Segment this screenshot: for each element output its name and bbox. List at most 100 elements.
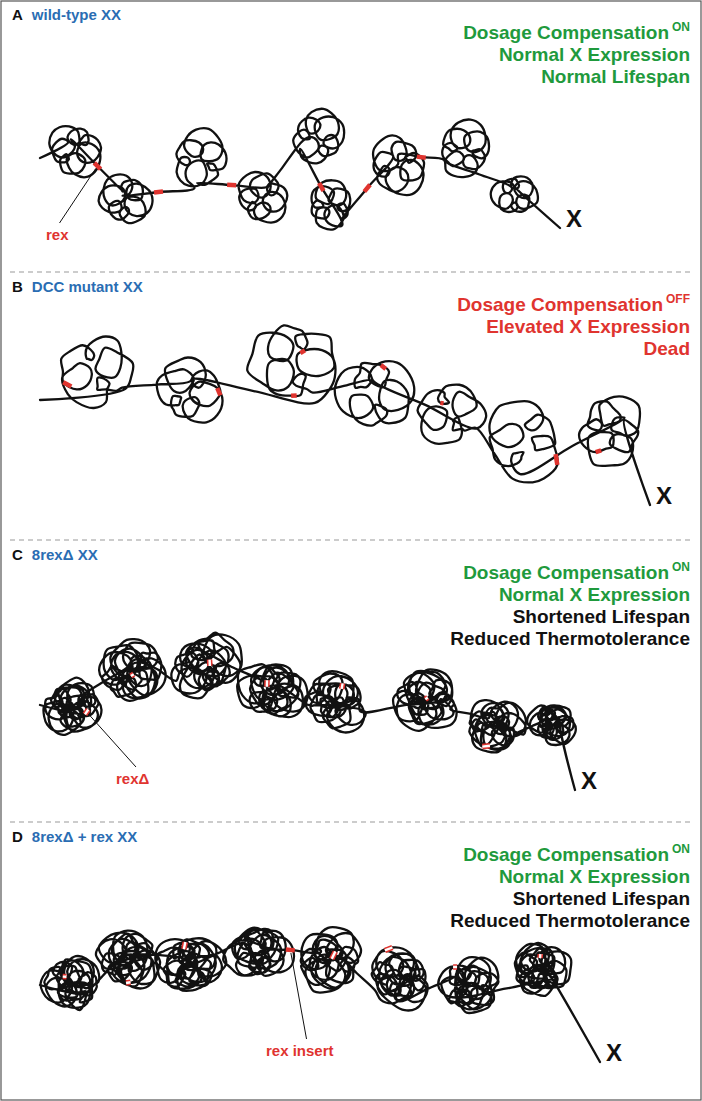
leader-line	[89, 714, 136, 767]
rex-deletion-mark	[85, 710, 88, 715]
rex-site-mark	[556, 454, 558, 465]
panel-header: Awild-type XX	[12, 6, 121, 24]
rex-deletion-core	[184, 942, 185, 949]
rex-deletion-core	[126, 981, 130, 984]
rex-deletion-mark	[207, 660, 213, 666]
rex-deletion-mark	[339, 683, 345, 689]
rex-site-mark	[440, 401, 443, 406]
rex-deletion-mark	[332, 952, 336, 959]
rex-deletion-mark	[131, 674, 134, 676]
phenotype-text: Normal X Expression	[463, 44, 690, 66]
leader-line	[60, 168, 96, 223]
rex-deletion-core	[539, 954, 542, 958]
rex-site-mark	[417, 157, 426, 158]
panel-header: B DCC mutant XX	[12, 278, 143, 296]
phenotype-text: Normal X Expression	[450, 584, 690, 606]
chromosome-label: X	[566, 206, 582, 232]
rex-deletion-core	[208, 660, 211, 666]
phenotype-text: Elevated X Expression	[457, 316, 690, 338]
rex-deletion-mark	[453, 964, 457, 970]
status-line: Dosage CompensationON	[450, 838, 690, 866]
genotype-title: DCC mutant XX	[32, 278, 143, 296]
panel-letter: B	[12, 278, 23, 296]
phenotype-list: Dosage CompensationOFFElevated X Express…	[457, 288, 690, 360]
genotype-title: 8rexΔ + rex XX	[32, 828, 137, 846]
rex-deletion-core	[482, 745, 490, 748]
chromatin-fiber	[40, 325, 650, 505]
rex-deletion-core	[63, 975, 67, 978]
rex-deletion-mark	[425, 698, 427, 700]
phenotype-text: Normal Lifespan	[463, 66, 690, 88]
rex-callout: rex	[46, 226, 69, 243]
panel-separator	[10, 539, 692, 540]
chromosome-x	[40, 325, 650, 505]
panel-separator	[10, 271, 692, 272]
phenotype-text: Reduced Thermotolerance	[450, 910, 690, 932]
rex-site-mark	[291, 393, 297, 398]
status-text: Dosage Compensation	[457, 294, 663, 315]
chromosome-x	[40, 633, 576, 790]
rex-deletion-mark	[264, 680, 270, 686]
rex-site-mark	[94, 163, 100, 169]
status-superscript: ON	[672, 20, 690, 34]
phenotype-text: Shortened Lifespan	[450, 606, 690, 628]
genotype-title: wild-type XX	[32, 6, 121, 24]
rex-site-mark	[596, 450, 602, 452]
rex-site-mark	[300, 350, 305, 353]
phenotype-text: Shortened Lifespan	[450, 888, 690, 910]
rex-deletion-mark	[482, 743, 490, 749]
rex-site-mark	[154, 189, 163, 194]
phenotype-list: Dosage CompensationON Normal X Expression…	[463, 16, 690, 88]
rex-deletion-mark	[537, 954, 543, 958]
figure-panel: BDCC mutant XXDosage CompensationOFFElev…	[0, 272, 702, 540]
rex-deletion-core	[332, 952, 336, 959]
panel-letter: A	[12, 6, 23, 24]
genotype-title: 8rexΔ XX	[32, 546, 98, 564]
rex-site-mark	[63, 382, 71, 386]
panel-letter: C	[12, 546, 23, 564]
panel-letter: D	[12, 828, 23, 846]
chromosome-label: X	[656, 483, 672, 509]
rex-deletion-mark	[126, 980, 130, 986]
figure-panel: Awild-type XX Dosage CompensationON Normal…	[0, 0, 702, 272]
status-text: Dosage Compensation	[463, 22, 669, 43]
chromosome-label: X	[606, 1040, 622, 1066]
phenotype-list: Dosage CompensationONNormal X Expression…	[450, 838, 690, 932]
phenotype-text: Normal X Expression	[450, 866, 690, 888]
chromatin-fiber	[40, 109, 560, 230]
phenotype-text: Dead	[457, 338, 690, 360]
rex-deletion-core	[85, 710, 88, 715]
rex-deletion-core	[131, 674, 134, 676]
rex-deletion-core	[425, 698, 427, 700]
figure-panel: D8rexΔ + rex XXDosage CompensationONNorm…	[0, 822, 702, 1101]
status-superscript: ON	[672, 842, 690, 856]
phenotype-list: Dosage CompensationON Normal X Expression…	[450, 556, 690, 650]
rex-site-mark	[319, 183, 323, 191]
rex-deletion-mark	[184, 942, 185, 949]
status-text: Dosage Compensation	[463, 562, 669, 583]
rex-site-mark	[286, 947, 295, 952]
chromosome-label: X	[581, 768, 597, 794]
phenotype-text: Reduced Thermotolerance	[450, 628, 690, 650]
rex-site-mark	[217, 388, 220, 395]
panel-header: D 8rexΔ + rex XX	[12, 828, 137, 846]
chromatin-fiber	[40, 633, 576, 790]
panel-separator	[10, 821, 692, 822]
rex-deletion-core	[266, 680, 269, 686]
status-superscript: ON	[672, 560, 690, 574]
rex-deletion-core	[385, 948, 392, 951]
status-line: Dosage CompensationOFF	[457, 288, 690, 316]
rex-deletion-core	[453, 966, 457, 968]
rex-deletion-mark	[63, 974, 67, 980]
rex-deletion-core	[340, 683, 343, 689]
rex-site-mark	[364, 185, 370, 192]
rex-callout: rexΔ	[116, 770, 149, 787]
rex-site-mark	[227, 183, 236, 188]
rex-site-mark	[381, 365, 386, 369]
figure-panel: C 8rexΔ XX Dosage CompensationON Normal X E…	[0, 540, 702, 822]
status-superscript: OFF	[666, 292, 690, 306]
chromosome-x	[40, 109, 560, 230]
status-text: Dosage Compensation	[463, 844, 669, 865]
